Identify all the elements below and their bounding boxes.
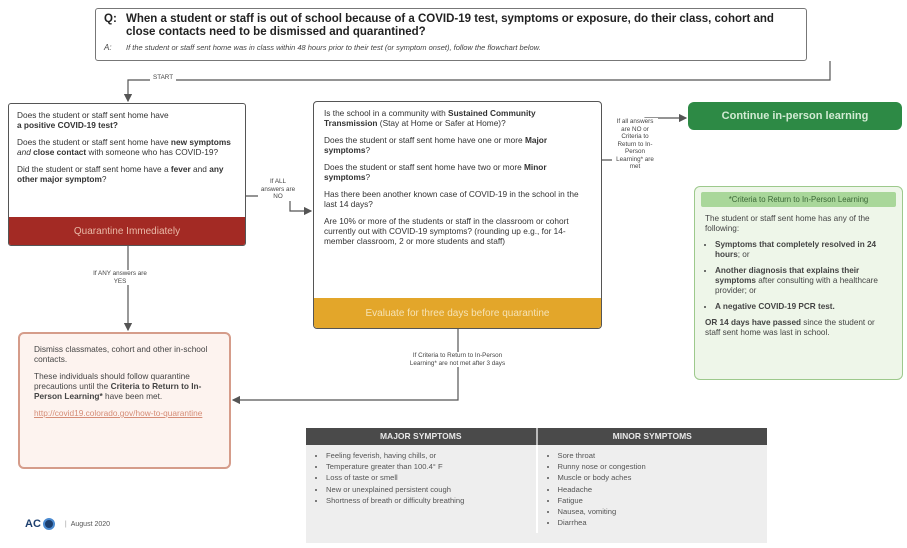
all-no-criteria-note: If all answers are NO or Criteria to Ret…: [612, 118, 658, 171]
minor-symptom: Headache: [558, 484, 758, 495]
start-connector: [123, 61, 831, 103]
mid-question-2: Does the student or staff sent home have…: [324, 135, 548, 155]
answer-text: If the student or staff sent home was in…: [126, 43, 541, 52]
organization-logo: AC: [25, 518, 55, 530]
mid-question-4: Has there been another known case of COV…: [324, 189, 579, 209]
criteria-header: *Criteria to Return to In-Person Learnin…: [701, 192, 896, 207]
minor-symptoms-header: MINOR SYMPTOMS: [535, 428, 768, 445]
dismiss-text-1: Dismiss classmates, cohort and other in-…: [34, 344, 208, 364]
footer-date: August 2020: [70, 520, 111, 528]
start-label: START: [150, 74, 177, 82]
criteria-not-met-note: If Criteria to Return to In-Person Learn…: [405, 352, 510, 367]
minor-symptom: Fatigue: [558, 495, 758, 506]
minor-symptom: Nausea, vomiting: [558, 506, 758, 517]
minor-symptom: Runny nose or congestion: [558, 461, 758, 472]
dismiss-text-2: These individuals should follow quaranti…: [34, 371, 202, 401]
major-symptom: Shortness of breath or difficulty breath…: [326, 495, 526, 506]
major-symptom: Temperature greater than 100.4° F: [326, 461, 526, 472]
any-yes-note: If ANY answers are YES: [90, 270, 150, 285]
logo-circle-icon: [42, 518, 55, 530]
question-label: Q:: [104, 13, 117, 25]
criteria-item-3: A negative COVID-19 PCR test.: [715, 302, 892, 312]
criteria-item-2: Another diagnosis that explains their sy…: [715, 266, 892, 296]
continue-learning-box: Continue in-person learning: [688, 102, 902, 130]
criteria-intro: The student or staff sent home has any o…: [705, 214, 870, 233]
symptoms-table: MAJOR SYMPTOMS MINOR SYMPTOMS Feeling fe…: [306, 428, 767, 543]
dismiss-card: Dismiss classmates, cohort and other in-…: [18, 332, 231, 469]
minor-symptom: Diarrhea: [558, 517, 758, 528]
left-question-2: Does the student or staff sent home have…: [17, 137, 231, 157]
footer: AC | August 2020: [25, 518, 111, 530]
minor-symptom: Muscle or body aches: [558, 472, 758, 483]
quarantine-immediately-band: Quarantine Immediately: [9, 217, 245, 245]
criteria-card: *Criteria to Return to In-Person Learnin…: [694, 186, 903, 380]
evaluate-band: Evaluate for three days before quarantin…: [314, 298, 601, 328]
question-text: When a student or staff is out of school…: [126, 13, 774, 38]
criteria-or: OR 14 days have passed since the student…: [705, 318, 875, 337]
left-question-3: Did the student or staff sent home have …: [17, 164, 224, 184]
quarantine-questions-card: Does the student or staff sent home have…: [8, 103, 246, 246]
minor-symptom: Sore throat: [558, 450, 758, 461]
question-box: Q: When a student or staff is out of sch…: [95, 8, 807, 61]
major-symptom: Feeling feverish, having chills, or: [326, 450, 526, 461]
major-symptom: New or unexplained persistent cough: [326, 484, 526, 495]
evaluate-questions-card: Is the school in a community with Sustai…: [313, 101, 602, 329]
all-no-note: If ALL answers are NO: [258, 178, 298, 201]
criteria-item-1: Symptoms that completely resolved in 24 …: [715, 240, 892, 260]
answer-label: A:: [104, 43, 112, 52]
mid-question-5: Are 10% or more of the students or staff…: [324, 216, 569, 246]
major-symptom: Loss of taste or smell: [326, 472, 526, 483]
mid-question-3: Does the student or staff sent home have…: [324, 162, 547, 182]
left-question-1: Does the student or staff sent home have…: [17, 110, 169, 130]
mid-question-1: Is the school in a community with Sustai…: [324, 108, 536, 128]
major-symptoms-header: MAJOR SYMPTOMS: [379, 431, 462, 441]
quarantine-guidance-link[interactable]: http://covid19.colorado.gov/how-to-quara…: [34, 408, 203, 418]
